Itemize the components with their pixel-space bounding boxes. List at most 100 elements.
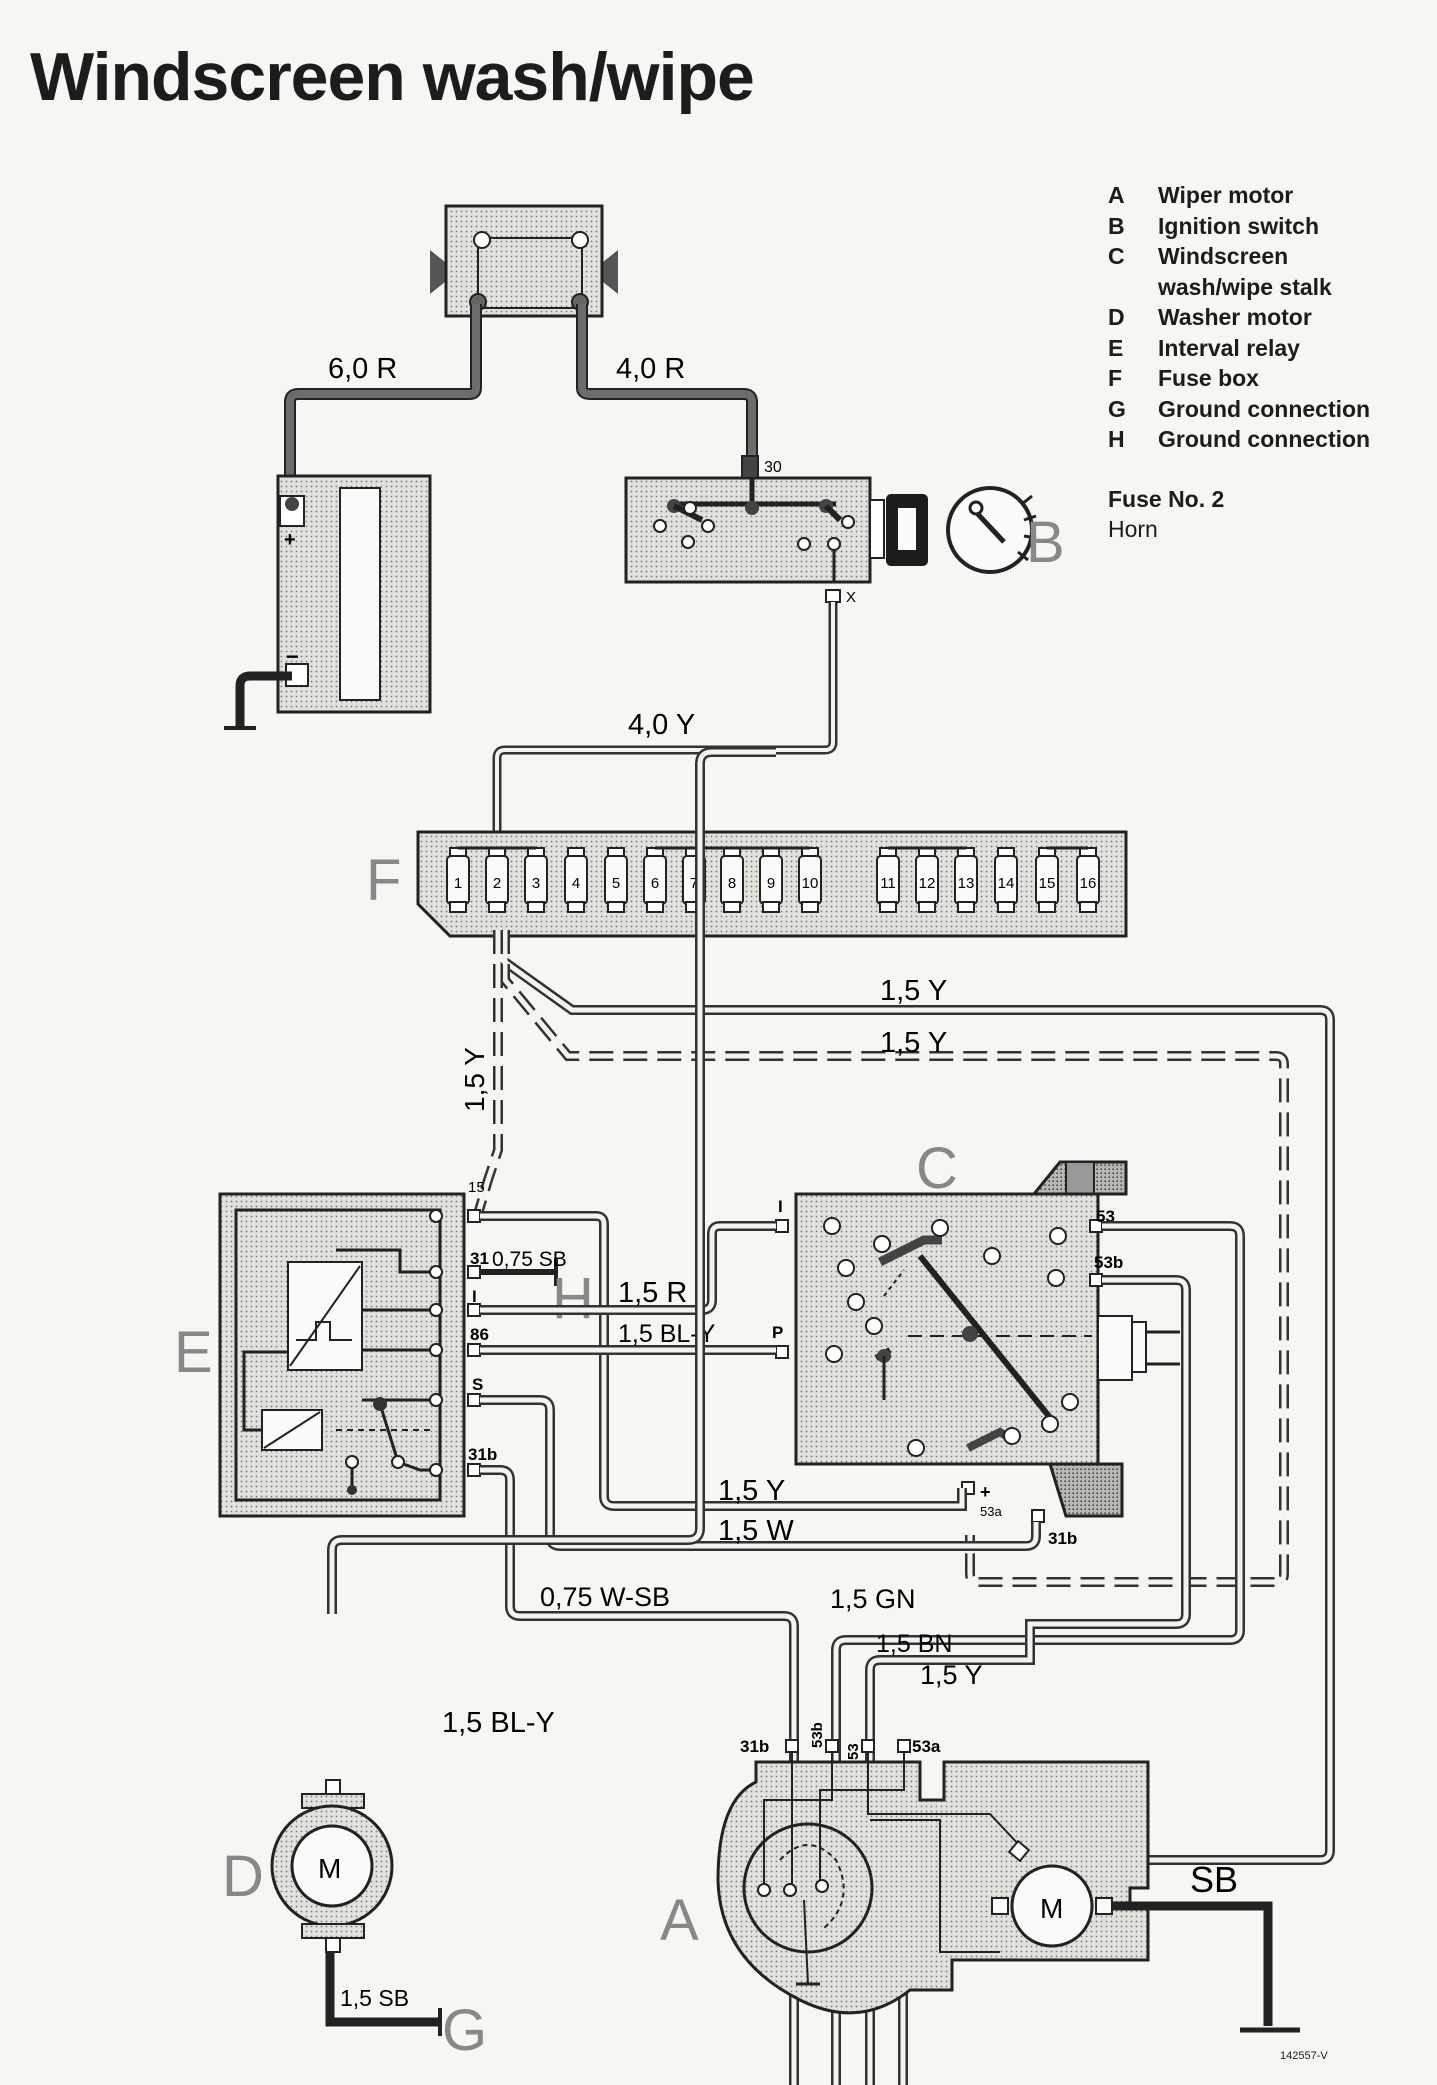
- wire-label-1-5-Y-b: 1,5 Y: [880, 1027, 947, 1059]
- label-F: F: [366, 848, 401, 913]
- fuse-10: 10: [798, 847, 822, 913]
- wiper-terminal-53a: 53a: [912, 1737, 941, 1756]
- legend-key: E: [1108, 334, 1124, 361]
- wire-label-1-5-W: 1,5 W: [718, 1515, 794, 1547]
- fuse-number: 12: [919, 875, 936, 892]
- fuse-3: 3: [524, 847, 548, 913]
- legend-key: A: [1108, 182, 1125, 208]
- legend-row: B Ignition switch: [1108, 211, 1370, 242]
- label-A: A: [660, 1888, 699, 1953]
- battery-minus: −: [286, 644, 299, 669]
- fuse-number: 1: [454, 875, 462, 892]
- ignition-terminal-30: 30: [764, 459, 782, 476]
- wire-label-SB: SB: [1190, 1859, 1238, 1900]
- label-H: H: [552, 1266, 594, 1331]
- fuse-number: 8: [728, 875, 736, 892]
- legend-row: E Interval relay: [1108, 333, 1370, 364]
- wire-4-0-R: [576, 304, 758, 462]
- wire-1-5-Y-vertical: [473, 930, 503, 1216]
- fuse-8: 8: [720, 847, 744, 913]
- fuse-6: 6: [643, 847, 667, 913]
- wire-label-1-5-SB: 1,5 SB: [340, 1985, 409, 2011]
- wire-label-1-5-GN: 1,5 GN: [830, 1584, 916, 1614]
- fuse-5: 5: [604, 847, 628, 913]
- relay-terminal-86: 86: [470, 1325, 489, 1344]
- wire-6-0-R: [284, 304, 482, 496]
- fuse-13: 13: [954, 847, 978, 913]
- fuse-number: 9: [767, 875, 775, 892]
- fuse-number: 10: [802, 875, 819, 892]
- legend-label: Ignition switch: [1158, 212, 1319, 239]
- stalk-terminal-I: I: [778, 1197, 783, 1216]
- ground-H: [480, 1258, 558, 1286]
- ignition-terminal-x: X: [846, 589, 856, 606]
- fuse-16: 16: [1076, 847, 1100, 913]
- fuse-number: 14: [998, 875, 1015, 892]
- label-E: E: [174, 1320, 213, 1385]
- fuse-11: 11: [876, 847, 900, 913]
- legend-label: Washer motor: [1158, 304, 1312, 330]
- wire-1-5-R: [480, 1221, 776, 1315]
- battery-plus: +: [284, 529, 296, 551]
- legend-row: wash/wipe stalk: [1108, 272, 1370, 303]
- wire-1-5-BL-Y-washer: [327, 747, 776, 1614]
- page-title: Windscreen wash/wipe: [30, 39, 755, 115]
- wire-label-0-75-W-SB: 0,75 W-SB: [540, 1582, 670, 1612]
- fuse-2: 2: [485, 847, 509, 913]
- fuse-number: 5: [612, 875, 620, 892]
- wire-1-5-Y-dashed: [500, 930, 1289, 1587]
- relay-terminal-S: S: [472, 1375, 483, 1394]
- wiper-terminal-31b: 31b: [740, 1737, 769, 1756]
- washer-motor: [270, 1779, 442, 2036]
- wire-label-1-5-R: 1,5 R: [618, 1277, 687, 1309]
- stalk-terminal-53a: 53a: [980, 1504, 1002, 1519]
- fuse-note-title: Fuse No. 2: [1108, 486, 1225, 512]
- relay-terminal-31: 31: [470, 1249, 489, 1268]
- washer-motor-M: M: [318, 1853, 341, 1884]
- wire-label-1-5-Y-a: 1,5 Y: [880, 975, 947, 1007]
- wiper-motor: [716, 1739, 1300, 2033]
- fuse-note-text: Horn: [1108, 516, 1158, 542]
- stalk-terminal-P: P: [772, 1323, 783, 1342]
- fuse-14: 14: [994, 847, 1018, 913]
- wire-label-1-5-BN: 1,5 BN: [876, 1630, 952, 1658]
- wire-1-5-GN: [831, 1221, 1245, 2085]
- legend-label: wash/wipe stalk: [1158, 273, 1332, 300]
- ignition-switch: [624, 455, 928, 603]
- wire-label-4-0-Y: 4,0 Y: [628, 709, 695, 741]
- interval-relay: [218, 1192, 481, 1518]
- fuse-number: 4: [572, 875, 580, 892]
- fuse-number: 7: [690, 875, 698, 892]
- wire-label-1-5-Y-c: 1,5 Y: [718, 1475, 785, 1507]
- label-D: D: [222, 1844, 264, 1909]
- legend-label: Ground connection: [1158, 426, 1371, 452]
- battery: [224, 474, 432, 730]
- fuse-note: Fuse No. 2 Horn: [1108, 484, 1224, 544]
- reference-number: 142557-V: [1280, 2050, 1328, 2062]
- legend-key: B: [1108, 212, 1125, 239]
- legend-label: Interval relay: [1158, 334, 1300, 361]
- wiper-motor-M: M: [1040, 1893, 1063, 1924]
- ignition-key-icon: [946, 486, 1037, 574]
- top-connector: [430, 204, 618, 318]
- label-C: C: [916, 1136, 958, 1201]
- fuse-number: 6: [651, 875, 659, 892]
- fuse-number: 2: [493, 875, 501, 892]
- fuse-9: 9: [759, 847, 783, 913]
- legend-label: Windscreen: [1158, 243, 1289, 269]
- wire-label-6-0-R: 6,0 R: [328, 353, 397, 385]
- wire-4-0-Y: [492, 602, 838, 840]
- wiper-stalk: [775, 1160, 1180, 1523]
- relay-terminal-15: 15: [468, 1179, 485, 1196]
- wire-0-75-W-SB: [480, 1465, 799, 2085]
- relay-terminal-I: I: [472, 1287, 477, 1306]
- fuse-number: 3: [532, 875, 540, 892]
